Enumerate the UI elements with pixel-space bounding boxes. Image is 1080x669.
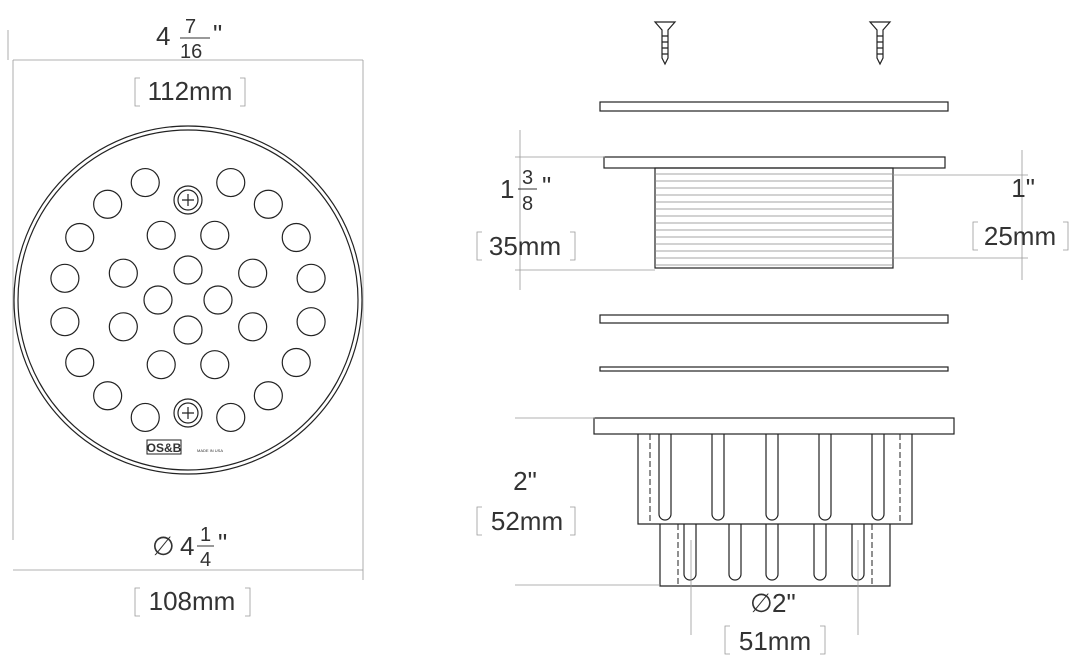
svg-text:108mm: 108mm (149, 586, 236, 616)
strainer-rib (683, 524, 697, 581)
drain-hole (65, 222, 95, 253)
svg-text:25mm: 25mm (984, 221, 1056, 251)
svg-text:4: 4 (200, 549, 211, 571)
drain-hole (296, 307, 326, 337)
svg-text:": " (213, 19, 222, 49)
drain-hole (281, 347, 311, 378)
strainer-outline (13, 125, 363, 475)
drain-hole (203, 285, 233, 315)
svg-text:7: 7 (185, 16, 196, 38)
drain-hole (238, 258, 268, 288)
drain-hole (108, 258, 138, 288)
dimension-lines-right (515, 130, 1028, 635)
strainer-rib (871, 434, 885, 521)
svg-text:4: 4 (180, 531, 194, 561)
svg-text:1": 1" (1011, 173, 1035, 203)
svg-text:OS&B: OS&B (147, 441, 182, 455)
drain-hole (253, 381, 283, 411)
drain-hole (200, 350, 230, 380)
strainer-rib (728, 524, 742, 581)
threaded-body (654, 167, 894, 269)
strainer-top-view: OS&B MADE IN USA (13, 125, 363, 475)
drain-hole (65, 347, 95, 378)
svg-text:MADE IN USA: MADE IN USA (197, 448, 223, 453)
drain-hole (296, 263, 326, 293)
screw-icon (653, 21, 677, 66)
drain-hole (108, 312, 138, 342)
washer (599, 366, 949, 372)
svg-text:∅: ∅ (152, 531, 175, 561)
strainer-rim (17, 129, 359, 471)
drain-hole (143, 285, 173, 315)
screw-icon (173, 398, 203, 428)
svg-text:": " (542, 171, 551, 201)
drain-hole (173, 255, 203, 285)
drain-hole (130, 167, 160, 198)
drain-hole (50, 263, 80, 293)
dimension-lines-left (7, 30, 364, 580)
drain-hole (146, 350, 176, 380)
svg-text:3: 3 (522, 167, 533, 189)
strainer-rib (813, 524, 827, 581)
svg-text:51mm: 51mm (739, 626, 811, 656)
gasket (599, 314, 949, 324)
cover-plate (599, 101, 949, 112)
drain-hole (93, 189, 123, 219)
svg-text:2": 2" (772, 588, 796, 618)
drain-hole (50, 307, 80, 337)
drain-hole (216, 402, 246, 433)
svg-text:16: 16 (180, 41, 202, 63)
svg-text:52mm: 52mm (491, 506, 563, 536)
screw-icon (868, 21, 892, 66)
svg-text:∅: ∅ (750, 588, 773, 618)
drain-hole (93, 381, 123, 411)
svg-text:4: 4 (156, 21, 170, 51)
svg-text:8: 8 (522, 193, 533, 215)
brand-logo: OS&B MADE IN USA (146, 439, 223, 455)
svg-text:112mm: 112mm (148, 76, 233, 106)
drain-hole (173, 315, 203, 345)
drain-hole (130, 402, 160, 433)
strainer-rib (658, 434, 672, 521)
drain-hole (253, 189, 283, 219)
drain-hole (281, 222, 311, 253)
strainer-rib (765, 434, 779, 521)
strainer-rib (765, 524, 779, 581)
svg-text:35mm: 35mm (489, 231, 561, 261)
svg-text:1: 1 (500, 174, 514, 204)
drain-hole (238, 312, 268, 342)
screw-icon (173, 185, 203, 215)
drain-hole (216, 167, 246, 198)
drain-hole (200, 220, 230, 250)
svg-text:2": 2" (513, 466, 537, 496)
strainer-holes (50, 167, 326, 433)
strainer-rib (711, 434, 725, 521)
flange (603, 156, 946, 169)
strainer-rib (818, 434, 832, 521)
drain-hole (146, 220, 176, 250)
svg-text:1: 1 (200, 524, 211, 546)
strainer-body-side (593, 417, 955, 587)
svg-text:": " (218, 528, 227, 558)
